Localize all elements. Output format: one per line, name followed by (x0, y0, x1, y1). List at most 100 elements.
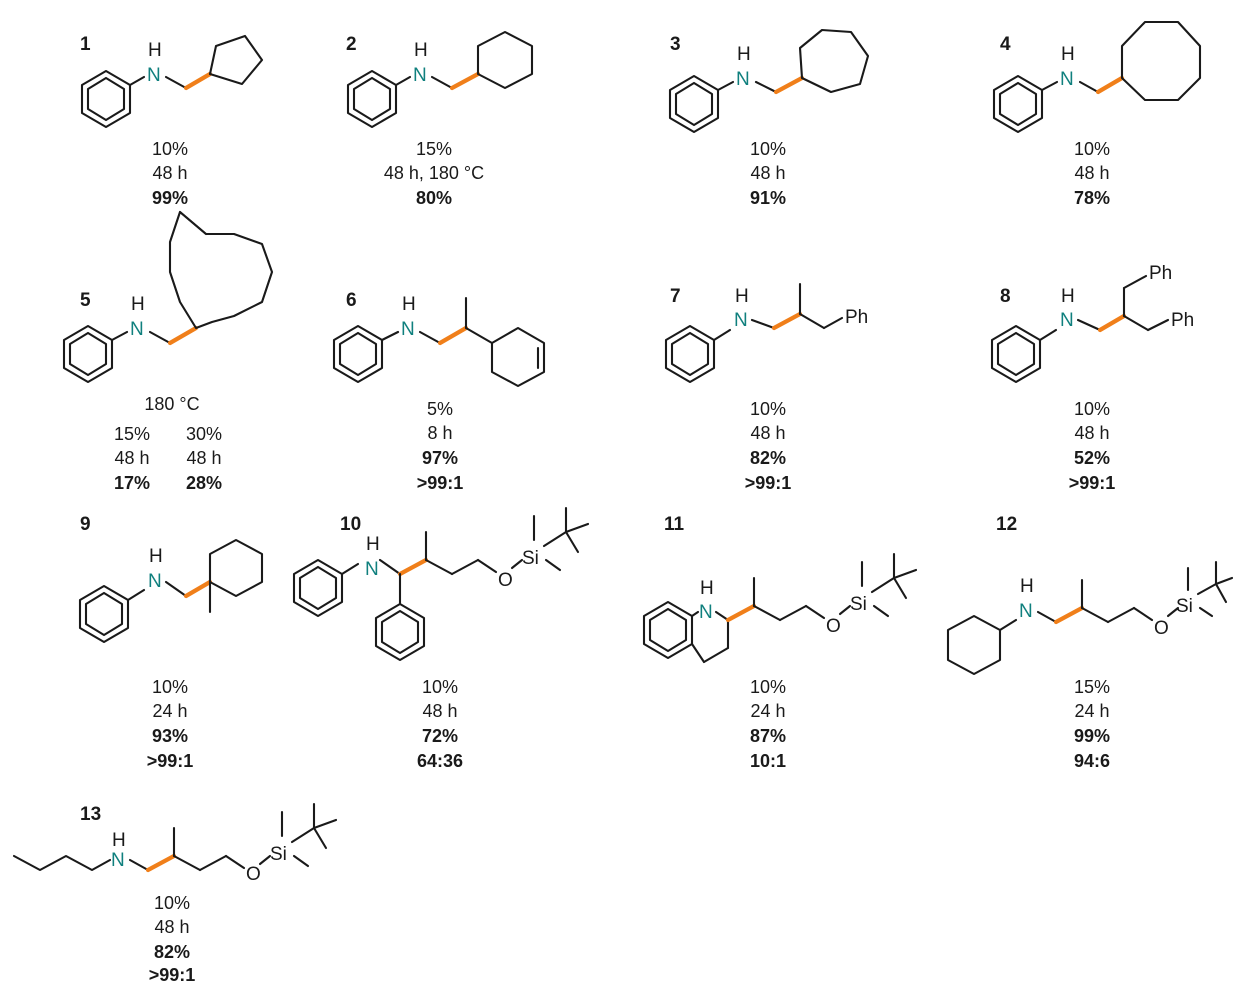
reaction-time: 48 h (750, 423, 785, 443)
structure (990, 274, 1170, 384)
compound-11: 11 H N O Si 10% 24 h 87% (642, 514, 918, 771)
catalyst-loading: 10% (1074, 399, 1110, 419)
nh-hydrogen-label: H (1020, 576, 1034, 597)
reaction-time: 48 h (1074, 163, 1109, 183)
selectivity-ratio: >99:1 (149, 965, 196, 984)
catalyst-loading: 10% (750, 677, 786, 697)
compound-number: 7 (670, 286, 681, 307)
structure (992, 20, 1202, 134)
structure (664, 282, 844, 384)
compound-number: 6 (346, 290, 357, 311)
selectivity-ratio: >99:1 (147, 751, 194, 771)
compound-8: 8 H N Ph Ph 10% 48 h 52% >99:1 (990, 263, 1194, 493)
structure (346, 30, 534, 129)
yield: 52% (1074, 448, 1110, 468)
nh-hydrogen-label: H (700, 578, 714, 599)
selectivity-ratio: >99:1 (1069, 473, 1116, 493)
yield: 93% (152, 726, 188, 746)
structure (668, 28, 870, 134)
compound-number: 9 (80, 514, 91, 535)
yield: 99% (1074, 726, 1110, 746)
nh-nitrogen-label: N (1060, 69, 1074, 90)
nh-nitrogen-label: N (1060, 310, 1074, 331)
nh-nitrogen-label: N (699, 602, 713, 623)
nh-nitrogen-label: N (736, 69, 750, 90)
yield: 80% (416, 188, 452, 208)
reaction-time: 24 h (152, 701, 187, 721)
compound-1: 1 H N 10% 48 h 99% (80, 34, 264, 208)
compound-number: 5 (80, 290, 91, 311)
compound-3: 3 H N 10% 48 h 91% (668, 28, 870, 208)
nh-hydrogen-label: H (149, 546, 163, 567)
nh-nitrogen-label: N (1019, 601, 1033, 622)
nh-hydrogen-label: H (737, 44, 751, 65)
yield-b: 28% (186, 473, 222, 493)
compound-2: 2 H N 15% 48 h, 180 °C 80% (346, 30, 534, 208)
structure (80, 34, 264, 129)
reaction-time: 8 h (427, 423, 452, 443)
yield: 91% (750, 188, 786, 208)
selectivity-ratio: 94:6 (1074, 751, 1110, 771)
reaction-time: 24 h (1074, 701, 1109, 721)
compound-6: 6 H N 5% 8 h 97% >99:1 (332, 290, 546, 493)
oxygen-label: O (826, 616, 841, 637)
yield: 72% (422, 726, 458, 746)
yield: 82% (154, 942, 190, 962)
catalyst-loading-a: 15% (114, 424, 150, 444)
selectivity-ratio: 10:1 (750, 751, 786, 771)
reaction-time-b: 48 h (186, 448, 221, 468)
nh-nitrogen-label: N (111, 850, 125, 871)
compound-number: 4 (1000, 34, 1011, 55)
nh-nitrogen-label: N (147, 65, 161, 86)
oxygen-label: O (1154, 618, 1169, 639)
compound-7: 7 H N Ph 10% 48 h 82% >99:1 (664, 282, 868, 493)
nh-nitrogen-label: N (734, 310, 748, 331)
structure (12, 802, 338, 873)
selectivity-ratio: >99:1 (745, 473, 792, 493)
compound-4: 4 H N 10% 48 h 78% (992, 20, 1202, 208)
compound-number: 11 (664, 514, 685, 535)
yield-a: 17% (114, 473, 150, 493)
catalyst-loading-b: 30% (186, 424, 222, 444)
catalyst-loading: 10% (154, 893, 190, 913)
nh-nitrogen-label: N (365, 559, 379, 580)
structure (78, 538, 264, 644)
nh-hydrogen-label: H (131, 294, 145, 315)
yield: 82% (750, 448, 786, 468)
compound-10: 10 H N O Si 10% 48 h 72% (292, 506, 590, 771)
phenyl-label-upper: Ph (1149, 263, 1172, 284)
nh-hydrogen-label: H (112, 830, 126, 851)
compound-number: 3 (670, 34, 681, 55)
structure (292, 506, 590, 662)
yield: 99% (152, 188, 188, 208)
catalyst-loading: 15% (416, 139, 452, 159)
compound-13: 13 H N O Si 10% 48 h 82% >99:1 (12, 802, 338, 984)
reaction-time: 48 h (750, 163, 785, 183)
nh-hydrogen-label: H (366, 534, 380, 555)
reaction-time: 24 h (750, 701, 785, 721)
yield: 97% (422, 448, 458, 468)
reaction-time: 48 h (1074, 423, 1109, 443)
nh-hydrogen-label: H (148, 40, 162, 61)
selectivity-ratio: 64:36 (417, 751, 463, 771)
nh-hydrogen-label: H (1061, 286, 1075, 307)
catalyst-loading: 5% (427, 399, 453, 419)
catalyst-loading: 10% (422, 677, 458, 697)
structure (946, 560, 1234, 676)
reaction-time: 48 h (422, 701, 457, 721)
reaction-time: 48 h (152, 163, 187, 183)
phenyl-label-lower: Ph (1171, 310, 1194, 331)
catalyst-loading: 10% (750, 139, 786, 159)
nh-hydrogen-label: H (402, 294, 416, 315)
structure (642, 552, 918, 664)
structure (332, 296, 546, 388)
oxygen-label: O (246, 864, 261, 885)
selectivity-ratio: >99:1 (417, 473, 464, 493)
compound-number: 13 (80, 804, 101, 825)
nh-hydrogen-label: H (735, 286, 749, 307)
compound-5: 5 H N 180 °C 15% 48 h 17% 30% 48 h 28% (62, 210, 274, 493)
nh-hydrogen-label: H (1061, 44, 1075, 65)
nh-nitrogen-label: N (130, 319, 144, 340)
reaction-conditions: 48 h, 180 °C (384, 163, 484, 183)
